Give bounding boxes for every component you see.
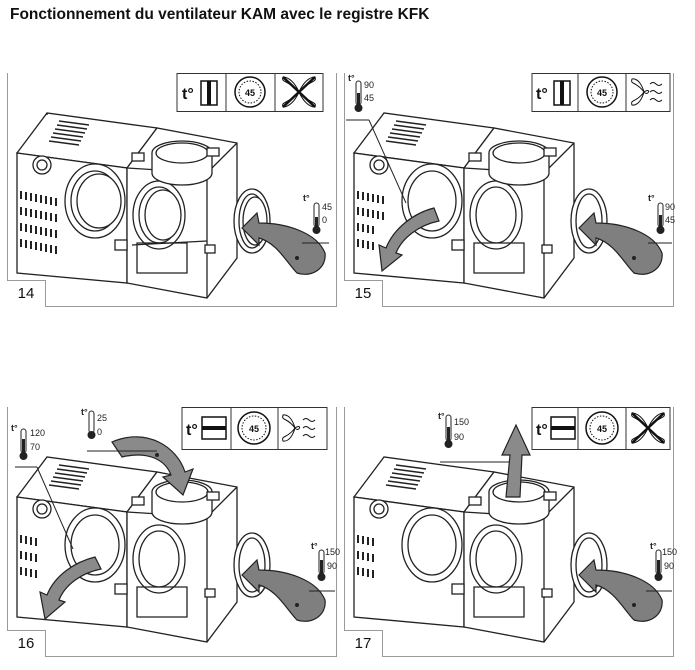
thermostat-icon: t°: [186, 416, 227, 440]
svg-text:90: 90: [664, 561, 674, 571]
svg-text:45: 45: [597, 88, 607, 98]
svg-text:150: 150: [325, 547, 340, 557]
air-outlet-arrow: [378, 207, 440, 273]
svg-text:t°: t°: [536, 86, 548, 103]
air-top-outlet-arrow: [501, 423, 531, 498]
panel-number: 14: [7, 280, 46, 307]
svg-text:t°: t°: [348, 73, 355, 83]
thermostat-icon: t°: [536, 416, 576, 440]
svg-text:45: 45: [665, 215, 675, 225]
panel-15: t° 45: [344, 73, 675, 307]
svg-text:t°: t°: [648, 193, 655, 203]
svg-text:90: 90: [665, 202, 675, 212]
status-icons-box: t° 45: [176, 73, 324, 112]
kam-fan-device: [15, 456, 271, 643]
svg-text:45: 45: [249, 424, 259, 434]
svg-text:90: 90: [454, 432, 464, 442]
svg-text:t°: t°: [11, 423, 18, 433]
svg-text:t°: t°: [81, 407, 88, 417]
top-thermometer: t° 150 90: [438, 411, 509, 463]
air-inlet-arrow: [578, 211, 663, 275]
status-icons-box: t° 45: [531, 407, 671, 450]
top-thermometer: t° 25 0: [81, 407, 157, 452]
inlet-thermometer: t° 150 90: [309, 541, 340, 592]
svg-text:t°: t°: [438, 411, 445, 421]
status-icons-box: t° 45: [531, 73, 671, 112]
air-inlet-arrow: [578, 558, 663, 622]
inlet-thermometer: t° 90 45: [648, 193, 675, 244]
svg-text:150: 150: [454, 417, 469, 427]
thermostat-icon: t°: [536, 80, 571, 106]
panel-number: 16: [7, 630, 46, 657]
svg-text:45: 45: [245, 88, 255, 98]
svg-text:45: 45: [597, 424, 607, 434]
svg-text:t°: t°: [303, 193, 310, 203]
svg-text:90: 90: [327, 561, 337, 571]
svg-text:45: 45: [364, 93, 374, 103]
svg-text:t°: t°: [650, 541, 657, 551]
air-outlet-arrow: [39, 556, 102, 621]
svg-text:90: 90: [364, 80, 374, 90]
svg-text:t°: t°: [536, 422, 548, 439]
panel-14: t° 45: [7, 73, 337, 307]
dial-icon: 45: [586, 76, 618, 108]
panel-16: t° 45: [7, 407, 340, 657]
dial-icon: 45: [237, 411, 271, 445]
dial-icon: 45: [234, 76, 266, 108]
outlet-thermometer: t° 120 70: [11, 423, 74, 550]
panel-17: t° 45: [344, 407, 677, 657]
svg-text:150: 150: [662, 547, 677, 557]
fan-off-cross-icon: [631, 412, 665, 444]
status-icons-box: t° 45: [181, 407, 328, 450]
kam-fan-device: [352, 112, 608, 299]
thermostat-icon: t°: [182, 80, 218, 106]
fan-spinning-icon: [631, 78, 663, 106]
kam-fan-device: [352, 456, 608, 643]
kam-fan-device: [15, 112, 271, 299]
panel-number: 15: [344, 280, 383, 307]
svg-text:120: 120: [30, 428, 45, 438]
outlet-thermometer: t° 90 45: [346, 73, 407, 204]
svg-text:70: 70: [30, 442, 40, 452]
svg-text:t°: t°: [182, 86, 194, 103]
fan-spinning-icon: [282, 414, 316, 442]
panel-number: 17: [344, 630, 383, 657]
fan-off-cross-icon: [282, 76, 316, 108]
air-inlet-arrow: [241, 558, 326, 622]
inlet-thermometer: t° 150 90: [646, 541, 677, 592]
svg-text:t°: t°: [186, 422, 198, 439]
svg-text:25: 25: [97, 413, 107, 423]
svg-text:t°: t°: [311, 541, 318, 551]
page-title: Fonctionnement du ventilateur KAM avec l…: [10, 6, 430, 23]
svg-text:0: 0: [322, 215, 327, 225]
svg-text:45: 45: [322, 202, 332, 212]
dial-icon: 45: [585, 411, 619, 445]
svg-text:0: 0: [97, 427, 102, 437]
air-inlet-arrow: [241, 211, 326, 275]
inlet-thermometer: t° 45 0: [302, 193, 332, 244]
